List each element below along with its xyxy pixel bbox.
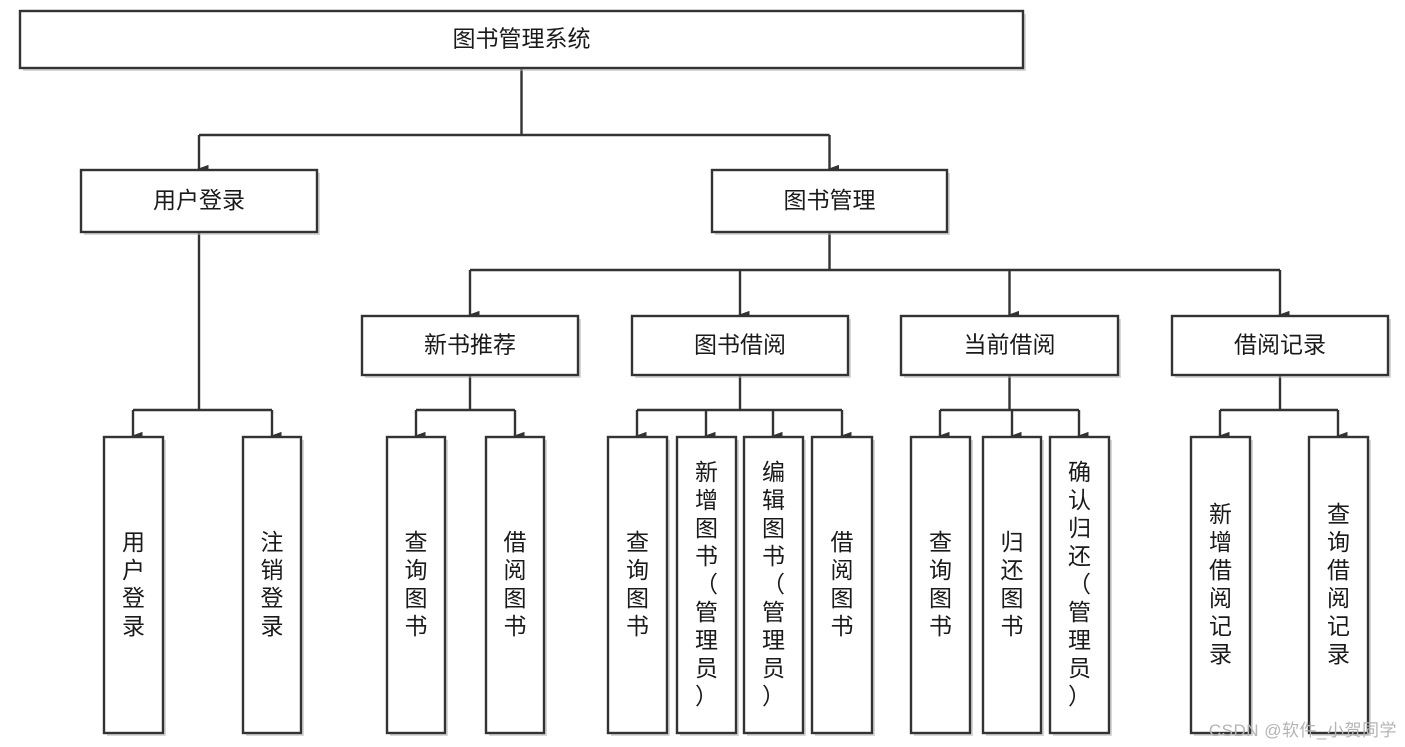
node-rect[interactable] <box>606 435 669 735</box>
node-leaf-query-book-3[interactable]: 查询图书 <box>909 435 973 736</box>
node-leaf-confirm-return[interactable]: 确认归还（管理员） <box>1048 435 1112 736</box>
node-rect[interactable] <box>810 435 874 735</box>
node-rect[interactable] <box>742 435 805 735</box>
node-new-book-recommend[interactable]: 新书推荐 <box>360 314 581 378</box>
node-label: 确认归还（管理员） <box>1068 459 1091 709</box>
node-rect[interactable] <box>909 435 972 735</box>
node-rect[interactable] <box>385 435 447 735</box>
node-book-manage[interactable]: 图书管理 <box>710 168 950 235</box>
node-label: 借阅图书 <box>504 529 527 639</box>
node-rect[interactable] <box>1307 435 1370 735</box>
node-rect[interactable] <box>1170 314 1390 377</box>
node-label: 当前借阅 <box>964 332 1056 358</box>
node-leaf-logout[interactable]: 注销登录 <box>241 435 304 736</box>
node-rect[interactable] <box>102 435 165 735</box>
node-rect[interactable] <box>1048 435 1111 735</box>
node-leaf-add-record[interactable]: 新增借阅记录 <box>1189 435 1253 736</box>
watermark-label: CSDN @软件_小贺同学 <box>1208 721 1397 740</box>
node-label: 新增借阅记录 <box>1209 501 1232 667</box>
node-label: 新书推荐 <box>424 332 516 358</box>
node-label: 查询图书 <box>626 529 649 639</box>
node-leaf-add-book[interactable]: 新增图书（管理员） <box>675 435 739 736</box>
node-leaf-query-record[interactable]: 查询借阅记录 <box>1307 435 1371 736</box>
node-book-borrow[interactable]: 图书借阅 <box>630 314 851 378</box>
node-rect[interactable] <box>79 168 319 234</box>
node-leaf-borrow-book-1[interactable]: 借阅图书 <box>484 435 547 736</box>
node-rect[interactable] <box>241 435 303 735</box>
node-label: 查询图书 <box>929 529 952 639</box>
connectors-layer <box>131 68 1348 441</box>
nodes-layer: 图书管理系统用户登录图书管理新书推荐图书借阅当前借阅借阅记录用户登录注销登录查询… <box>18 9 1391 736</box>
node-borrow-record[interactable]: 借阅记录 <box>1170 314 1391 378</box>
node-user-login[interactable]: 用户登录 <box>79 168 320 235</box>
node-label: 图书管理 <box>784 187 876 213</box>
node-current-borrow[interactable]: 当前借阅 <box>899 314 1121 378</box>
node-label: 借阅图书 <box>831 529 854 639</box>
node-label: 用户登录 <box>153 187 245 213</box>
node-rect[interactable] <box>630 314 850 377</box>
node-rect[interactable] <box>360 314 580 377</box>
node-label: 编辑图书（管理员） <box>762 459 785 709</box>
node-label: 新增图书（管理员） <box>695 459 718 709</box>
node-rect[interactable] <box>1189 435 1252 735</box>
node-label: 图书管理系统 <box>453 26 591 52</box>
node-rect[interactable] <box>710 168 949 234</box>
node-label: 用户登录 <box>122 529 145 639</box>
node-label: 查询图书 <box>405 529 428 639</box>
node-leaf-query-book-1[interactable]: 查询图书 <box>385 435 448 736</box>
node-leaf-borrow-book-2[interactable]: 借阅图书 <box>810 435 875 736</box>
node-label: 查询借阅记录 <box>1327 501 1350 667</box>
node-leaf-edit-book[interactable]: 编辑图书（管理员） <box>742 435 806 736</box>
node-rect[interactable] <box>18 9 1025 70</box>
node-label: 归还图书 <box>1001 529 1024 639</box>
node-root[interactable]: 图书管理系统 <box>18 9 1026 71</box>
node-rect[interactable] <box>981 435 1043 735</box>
node-label: 借阅记录 <box>1234 332 1326 358</box>
node-leaf-user-login[interactable]: 用户登录 <box>102 435 166 736</box>
node-leaf-return-book[interactable]: 归还图书 <box>981 435 1044 736</box>
node-rect[interactable] <box>899 314 1120 377</box>
node-rect[interactable] <box>484 435 546 735</box>
node-label: 注销登录 <box>261 529 284 639</box>
node-label: 图书借阅 <box>694 332 786 358</box>
node-rect[interactable] <box>675 435 738 735</box>
node-leaf-query-book-2[interactable]: 查询图书 <box>606 435 670 736</box>
